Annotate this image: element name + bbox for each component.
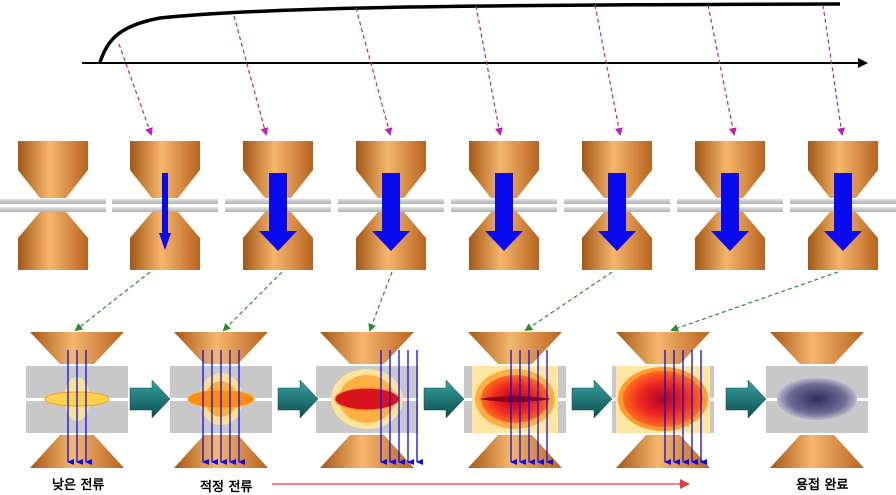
- timeline-link-arrow: [822, 4, 846, 136]
- timeline: [82, 2, 868, 68]
- upper-electrode: [30, 332, 124, 364]
- step-arrow: [571, 379, 613, 419]
- electrode-pair: [0, 141, 106, 270]
- upper-electrode: [695, 141, 765, 198]
- current-arrow-head: [485, 231, 523, 251]
- current-arrow: [721, 173, 739, 231]
- timeline-link-arrow: [707, 4, 737, 136]
- weld-stage: [612, 332, 714, 468]
- label-weld-complete: 용접 완료: [796, 478, 849, 493]
- upper-electrode: [770, 332, 864, 364]
- weld-stages: [26, 332, 868, 468]
- upper-electrode: [130, 141, 200, 198]
- upper-electrode: [582, 141, 652, 198]
- upper-sheet: [0, 199, 106, 204]
- timeline-link-arrow: [355, 7, 393, 136]
- lower-electrode: [616, 435, 710, 468]
- nugget-core: [479, 396, 551, 402]
- lower-sheet: [0, 207, 106, 212]
- current-arrow-head: [259, 231, 297, 251]
- electrode-pair: [112, 141, 218, 270]
- current-arrow-head: [824, 231, 862, 251]
- upper-electrode: [320, 332, 414, 364]
- lower-electrode: [468, 435, 562, 468]
- current-arrow-head: [372, 231, 410, 251]
- weld-stage: [316, 332, 423, 468]
- current-arrow-head: [598, 231, 636, 251]
- timeline-link-arrow: [233, 15, 269, 136]
- electrode-pair: [338, 141, 444, 270]
- electrode-pair: [564, 141, 670, 270]
- upper-electrode: [808, 141, 878, 198]
- current-arrow: [495, 173, 513, 231]
- current-arrow: [162, 173, 168, 235]
- label-proper-current: 적정 전류: [200, 480, 253, 495]
- stage-link-arrow: [222, 271, 283, 332]
- upper-electrode: [243, 141, 313, 198]
- stage-link-arrow: [670, 271, 839, 332]
- step-arrow: [277, 379, 319, 419]
- weld-nugget: [777, 378, 857, 420]
- electrode-pairs: [0, 141, 896, 270]
- current-arrow: [382, 173, 400, 231]
- lower-electrode: [770, 435, 864, 468]
- current-arrow: [834, 173, 852, 231]
- electrode-pair: [677, 141, 783, 270]
- timeline-links: [118, 4, 846, 136]
- electrode-pair: [790, 141, 896, 270]
- step-arrow: [725, 379, 767, 419]
- weld-stage: [26, 332, 128, 468]
- step-arrow: [129, 379, 171, 419]
- current-arrow-head: [159, 233, 171, 250]
- weld-stage: [170, 332, 272, 468]
- electrode-pair: [225, 141, 331, 270]
- current-curve: [98, 2, 841, 63]
- upper-electrode: [174, 332, 268, 364]
- timeline-link-arrow: [475, 5, 503, 136]
- step-arrow: [423, 379, 465, 419]
- upper-electrode: [356, 141, 426, 198]
- upper-electrode: [469, 141, 539, 198]
- current-arrow-head: [711, 231, 749, 251]
- current-arrow: [608, 173, 626, 231]
- upper-electrode: [468, 332, 562, 364]
- weld-nugget: [623, 371, 703, 427]
- stage-link-arrow: [74, 271, 151, 332]
- weld-stage: [766, 332, 868, 468]
- stage-link-arrow: [524, 271, 613, 332]
- upper-electrode: [18, 141, 88, 198]
- stage-link-arrow: [368, 271, 393, 332]
- timeline-link-arrow: [594, 4, 623, 136]
- label-low-current: 낮은 전류: [52, 478, 105, 493]
- weld-stage: [464, 332, 566, 468]
- upper-electrode: [616, 332, 710, 364]
- lower-electrode: [320, 435, 414, 468]
- timeline-link-arrow: [118, 43, 153, 136]
- lower-electrode: [18, 212, 88, 270]
- current-arrow: [269, 173, 287, 231]
- stage-links: [74, 271, 839, 332]
- step-arrows: [129, 379, 767, 419]
- electrode-pair: [451, 141, 557, 270]
